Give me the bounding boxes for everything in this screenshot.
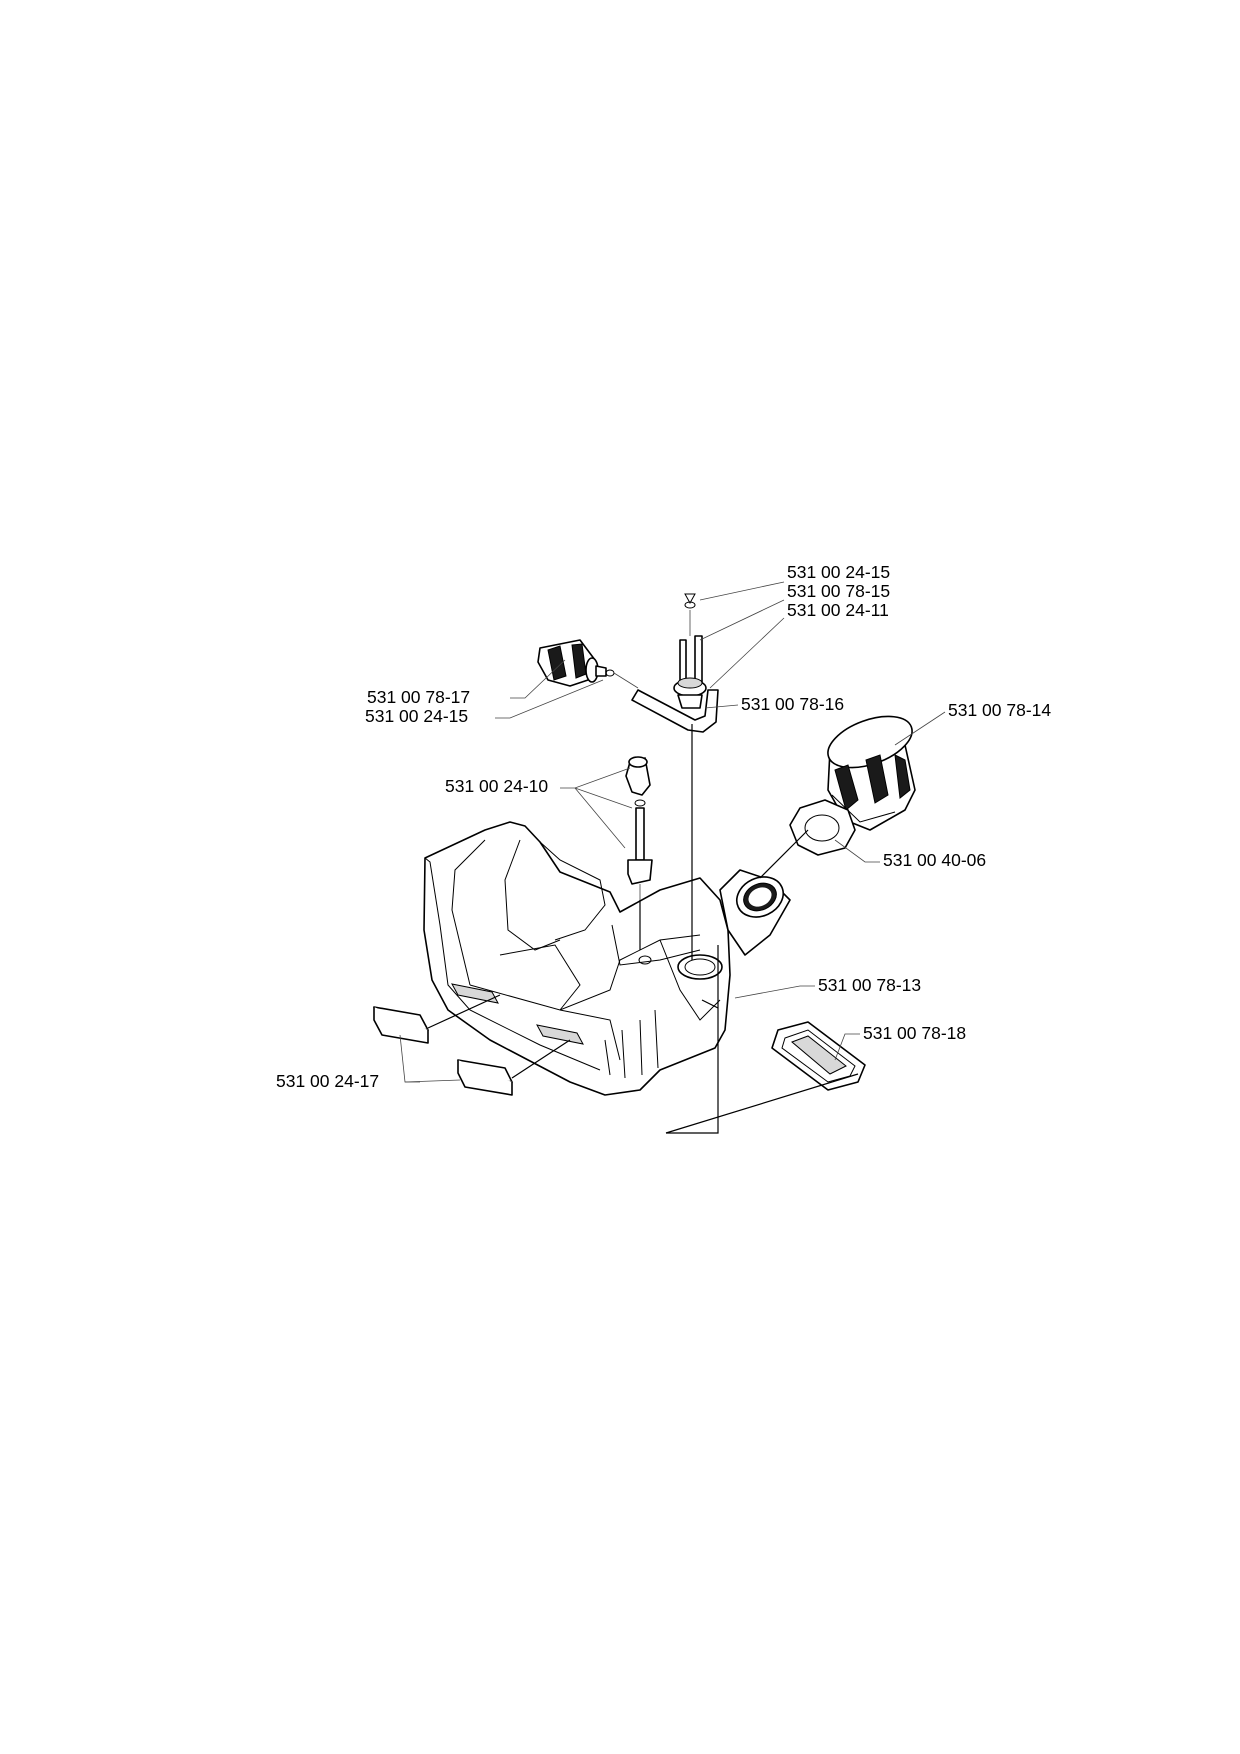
label-fuel-tank: 531 00 78-13 xyxy=(818,975,921,995)
assembly-lines xyxy=(427,724,859,1134)
tank-mount xyxy=(771,1021,866,1091)
fuel-tank xyxy=(423,821,791,1096)
label-tank-vent: 531 00 78-16 xyxy=(741,694,844,714)
label-fuel-cap: 531 00 78-14 xyxy=(948,700,1051,720)
label-grommet-top: 531 00 24-11 xyxy=(787,600,889,620)
leader-lines xyxy=(399,581,946,1083)
fuel-filter xyxy=(537,639,607,687)
fuel-cap xyxy=(827,715,916,831)
breather-valve xyxy=(625,756,653,948)
hose-clip xyxy=(605,669,639,689)
tank-vent xyxy=(673,593,707,709)
label-hose-clip: 531 00 24-15 xyxy=(365,706,468,726)
label-tank-mount: 531 00 78-18 xyxy=(863,1023,966,1043)
label-rubber-buffer: 531 00 24-17 xyxy=(276,1071,379,1091)
rubber-buffer-right xyxy=(457,1059,513,1096)
label-fuel-hose: 531 00 78-15 xyxy=(787,581,890,601)
label-breather-valve: 531 00 24-10 xyxy=(445,776,548,796)
label-fuel-filter-cap: 531 00 24-15 xyxy=(787,562,890,582)
fuel-hose xyxy=(631,689,719,733)
label-cap-gasket: 531 00 40-06 xyxy=(883,850,986,870)
rubber-buffer-left xyxy=(373,1006,429,1044)
cap-gasket xyxy=(789,799,856,856)
label-fuel-filter: 531 00 78-17 xyxy=(367,687,470,707)
